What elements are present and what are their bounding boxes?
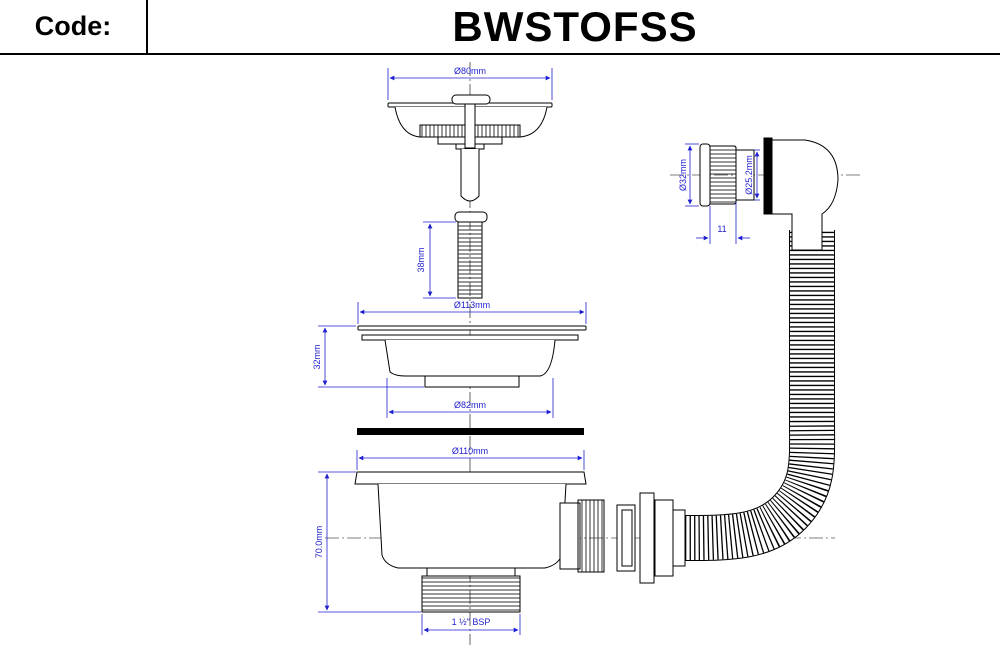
center-bolt (454, 211, 488, 299)
product-code: BWSTOFSS (452, 2, 698, 50)
dim-82: Ø82mm (454, 400, 486, 410)
overflow-nut (616, 492, 686, 584)
overflow-hose (684, 230, 836, 561)
code-label: Code: (0, 0, 148, 53)
dim-11: 11 (717, 224, 726, 234)
dimension-lines (318, 68, 760, 635)
dim-113: Ø113mm (454, 300, 490, 310)
dim-110: Ø110mm (452, 446, 488, 456)
dim-70: 70.0mm (314, 526, 324, 559)
dim-d25: Ø25.2mm (744, 155, 754, 195)
dimension-labels: Ø80mm 38mm Ø113mm 32mm Ø82mm Ø110mm 70.0… (312, 66, 754, 627)
strainer-basket (387, 94, 553, 202)
dim-38: 38mm (416, 247, 426, 272)
sealing-washer (357, 428, 584, 435)
overflow-elbow (699, 137, 839, 251)
dim-80: Ø80mm (454, 66, 486, 76)
dim-d32: Ø32mm (678, 159, 688, 191)
waste-body (354, 471, 605, 613)
header-bar: Code: BWSTOFSS (0, 0, 1000, 55)
flange-cup (357, 325, 587, 388)
dim-bsp: 1 ½" BSP (452, 617, 491, 627)
dim-32: 32mm (312, 344, 322, 369)
